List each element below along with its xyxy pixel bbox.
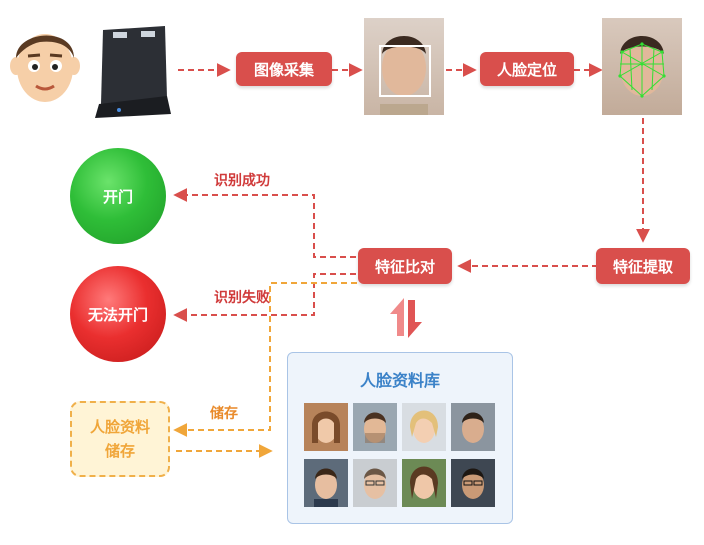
face-mesh-photo-icon <box>602 18 682 115</box>
face-database-panel: 人脸资料库 <box>287 352 513 524</box>
cartoon-face-icon <box>10 34 80 102</box>
db-face-2 <box>353 403 397 451</box>
db-face-4 <box>451 403 495 451</box>
store-line-2: 储存 <box>104 442 135 460</box>
camera-device-icon <box>95 26 171 118</box>
db-face-7 <box>402 459 446 507</box>
db-face-8 <box>451 459 495 507</box>
cannot-open-door-node: 无法开门 <box>70 266 166 362</box>
label-recognition-fail: 识别失败 <box>214 290 270 306</box>
swap-arrows-icon <box>390 298 422 338</box>
label-recognition-success: 识别成功 <box>214 173 270 189</box>
db-face-1 <box>304 403 348 451</box>
face-photo-icon <box>364 18 444 115</box>
db-face-3 <box>402 403 446 451</box>
face-locate-node: 人脸定位 <box>480 52 574 86</box>
database-title: 人脸资料库 <box>359 371 440 390</box>
db-face-6 <box>353 459 397 507</box>
feature-extract-node: 特征提取 <box>596 248 690 284</box>
open-door-node: 开门 <box>70 148 166 244</box>
label-store: 储存 <box>210 406 238 422</box>
face-data-store-node: 人脸资料 储存 <box>70 401 170 477</box>
image-capture-node: 图像采集 <box>236 52 332 86</box>
store-line-1: 人脸资料 <box>89 418 150 436</box>
db-face-5 <box>304 459 348 507</box>
feature-compare-node: 特征比对 <box>358 248 452 284</box>
